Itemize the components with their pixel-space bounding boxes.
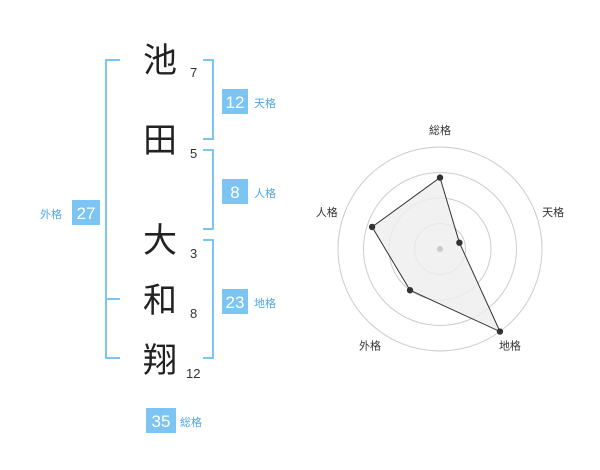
stroke-count-3: 3 xyxy=(190,246,197,261)
tenkaku-value: 12 xyxy=(226,93,245,112)
chikaku-bracket xyxy=(203,239,214,359)
radar-point-4 xyxy=(406,287,414,294)
tenkaku-label: 天格 xyxy=(254,96,276,110)
gaikaku-bracket xyxy=(105,59,120,359)
name-char-3: 大 xyxy=(143,221,177,261)
stroke-count-4: 8 xyxy=(190,306,197,321)
soukaku-badge xyxy=(146,408,176,433)
radar-point-5 xyxy=(368,223,376,231)
stroke-count-2: 5 xyxy=(190,146,197,161)
chikaku-badge xyxy=(222,289,248,314)
jinkaku-bracket xyxy=(203,149,214,230)
radar-ring xyxy=(363,172,517,326)
radar-point-2 xyxy=(456,239,463,246)
radar-area xyxy=(371,176,501,333)
name-char-5: 翔 xyxy=(143,341,177,381)
name-char-4: 和 xyxy=(143,281,177,321)
tenkaku-bracket xyxy=(203,59,214,140)
radar-axis-label-3: 地格 xyxy=(499,338,521,352)
radar-center-dot xyxy=(437,246,443,252)
radar-point-3 xyxy=(496,328,504,335)
radar-ring xyxy=(337,146,543,352)
soukaku-value: 35 xyxy=(152,412,171,431)
radar-point-1 xyxy=(436,174,444,181)
radar-axis-label-4: 外格 xyxy=(359,338,381,352)
radar-axis-label-1: 総格 xyxy=(429,123,451,137)
soukaku-label: 総格 xyxy=(180,415,202,429)
gaikaku-label: 外格 xyxy=(40,207,62,221)
chikaku-label: 地格 xyxy=(254,296,276,310)
stroke-count-1: 7 xyxy=(190,65,197,80)
chikaku-value: 23 xyxy=(226,293,245,312)
jinkaku-badge xyxy=(222,179,248,204)
name-char-2: 田 xyxy=(143,121,177,161)
radar-axis-label-2: 天格 xyxy=(542,205,564,219)
stroke-count-5: 12 xyxy=(186,366,200,381)
jinkaku-value: 8 xyxy=(230,183,239,202)
gaikaku-badge xyxy=(72,200,100,225)
name-char-1: 池 xyxy=(143,41,177,81)
radar-axis-label-5: 人格 xyxy=(316,205,338,219)
jinkaku-label: 人格 xyxy=(254,186,276,200)
radar-points xyxy=(368,174,504,335)
tenkaku-badge xyxy=(222,89,248,114)
gaikaku-value: 27 xyxy=(77,204,96,223)
